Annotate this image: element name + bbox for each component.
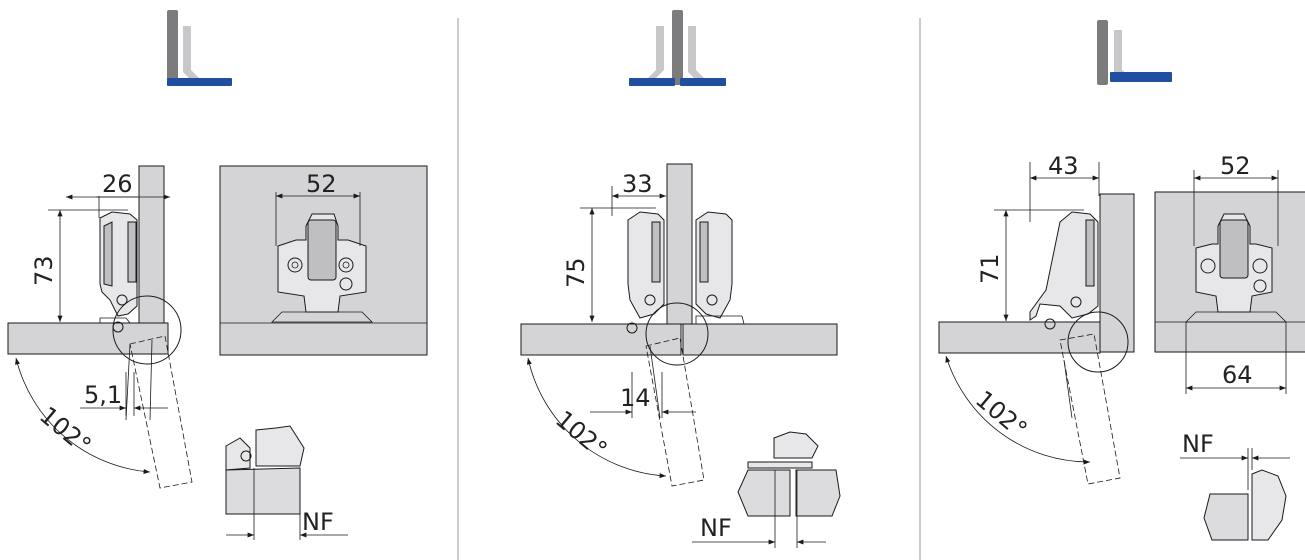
dim-plate-bottom-label: 64 [1222, 361, 1253, 389]
detail-circle [1067, 311, 1129, 373]
hinge-left-side-view [626, 211, 665, 334]
detail-circle [645, 302, 709, 366]
nf-detail [737, 431, 841, 548]
dim-width-label: 33 [622, 170, 653, 198]
cabinet-side-panel [138, 165, 165, 324]
hinge-front-view [1185, 213, 1287, 323]
hinge-side-view [1029, 211, 1099, 330]
door-panel [7, 322, 169, 355]
angle-arc [945, 355, 1091, 465]
nf-label: NF [302, 508, 334, 536]
angle-label: 102° [550, 405, 612, 464]
door-panel-right [682, 323, 838, 356]
dim-offset-label: 14 [620, 384, 651, 412]
door-panel [938, 321, 1101, 354]
open-door-outline [1059, 333, 1121, 485]
nf-detail [225, 425, 305, 540]
full-overlay-icon [167, 10, 232, 86]
dim-height-label: 75 [562, 257, 590, 288]
dim-plate-label: 52 [306, 170, 337, 198]
door-panel-left [520, 323, 682, 356]
angle-label: 102° [34, 401, 96, 460]
section-full-overlay: 26 73 5,1 102° 52 [7, 10, 428, 540]
dim-height-label: 73 [30, 255, 58, 286]
section-half-overlay: 33 75 14 102° NF [520, 10, 841, 548]
cabinet-side-panel [1099, 193, 1135, 353]
open-door-outline [645, 337, 705, 487]
hinge-right-side-view [695, 211, 745, 325]
cabinet-side-panel [666, 163, 693, 325]
dim-width-label: 43 [1048, 152, 1079, 180]
inset-icon [1097, 20, 1172, 85]
section-inset: 43 71 102° 52 64 [938, 20, 1305, 541]
open-door-outline [129, 335, 193, 489]
dim-width-label: 26 [102, 170, 133, 198]
dim-height-label: 71 [976, 253, 1004, 284]
angle-arc [15, 357, 151, 475]
hinge-front-view [271, 213, 373, 323]
nf-label: NF [1182, 430, 1214, 458]
dim-plate-top-label: 52 [1220, 152, 1251, 180]
hinge-side-view [99, 211, 138, 333]
nf-detail [1203, 448, 1287, 541]
angle-arc [526, 357, 667, 479]
half-overlay-icon [629, 10, 726, 86]
nf-label: NF [700, 514, 732, 542]
dim-offset-label: 5,1 [84, 381, 122, 409]
